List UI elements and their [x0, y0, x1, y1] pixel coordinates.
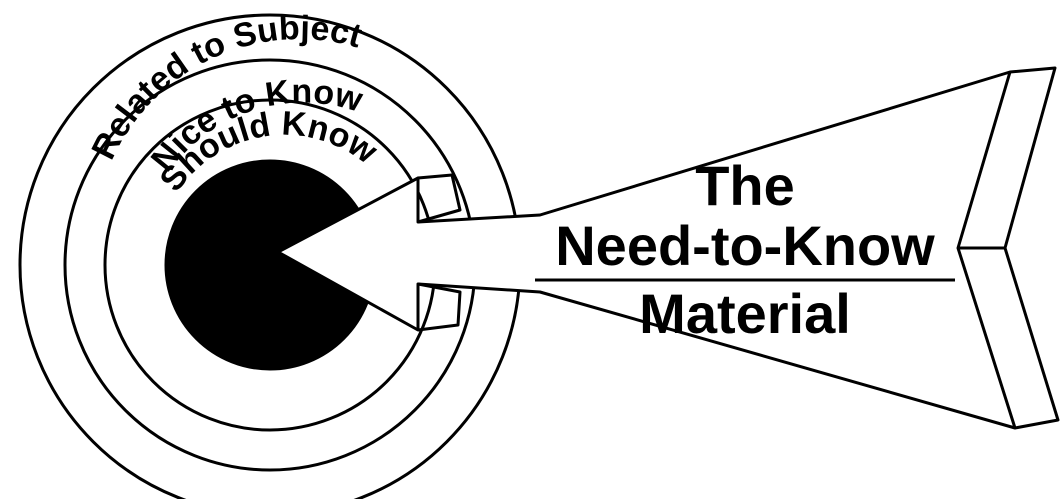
arrow-title-line-3: Material: [639, 282, 851, 345]
arrow-title-line-2: Need-to-Know: [555, 214, 935, 277]
arrow-title-line-1: The: [695, 154, 795, 217]
arrow-tail-face: [1005, 68, 1058, 428]
